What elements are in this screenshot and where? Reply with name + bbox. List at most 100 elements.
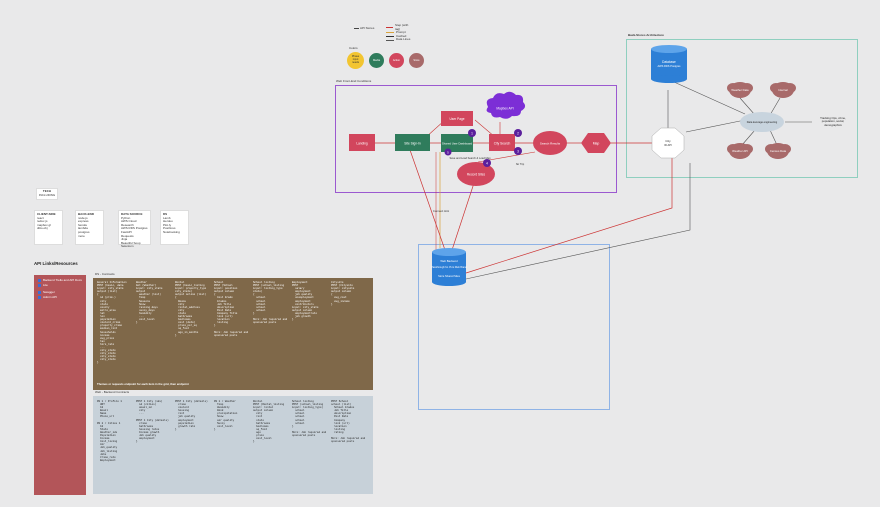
record-sites-label: Record Sites (467, 173, 486, 177)
tech-card-line: Lamb (163, 215, 171, 220)
data-hub-node (740, 112, 784, 132)
user-page-node[interactable] (441, 111, 473, 126)
connector (451, 179, 476, 251)
link-icon (38, 279, 41, 283)
mapbox-api-cloud (486, 91, 526, 119)
legend-line-dark (354, 28, 359, 29)
backend-note: Tracking Ops, crime, population, social,… (820, 116, 846, 127)
legend: API Stores Step (with tag) Prompt Cached… (352, 22, 412, 44)
schema-column: DS 1 / Weather Temp Humidity Wind precip… (214, 400, 238, 431)
database-cylinder (651, 45, 687, 83)
tech-subtitle: INCLUDING (38, 192, 56, 197)
legend-line-item: Step (with tag) (386, 23, 412, 31)
shared-user-dashboard-node[interactable] (441, 134, 473, 152)
tech-card-line: Python (121, 215, 131, 220)
legend-lines: Step (with tag) Prompt Cached Data Lines (386, 23, 412, 42)
tech-card-line: more (78, 233, 85, 238)
tech-card-ds: DS Lamb Heroku Plot.ly PostGres Notebook… (160, 210, 189, 245)
flow-caption: No Trip (516, 162, 525, 166)
step-badge (444, 148, 452, 156)
resources-panel: Backend Trello and API Docs Lite Swagger… (34, 275, 86, 495)
resource-link[interactable]: Lite (38, 283, 48, 288)
tech-card-line: ditto.obj (37, 226, 48, 231)
step-badge-label: 1 (471, 131, 473, 135)
backend-frame-title: Back-Stores Architecture (628, 33, 664, 37)
tech-title: TECH (42, 189, 52, 193)
landing-label: Landing (356, 142, 368, 146)
schema-column: Weather Get (Weather) input: city_state … (136, 281, 163, 325)
tech-card-line: mapbox gl (37, 222, 51, 227)
weather-api-cloud (727, 143, 753, 159)
resource-link[interactable]: Admin API (38, 295, 57, 300)
tech-card-line: redux js (37, 219, 48, 224)
connector (465, 158, 673, 274)
colors-label: Colors (349, 46, 358, 50)
internal-cloud (770, 82, 796, 98)
schema-column: School listing POST (school_listing inpu… (292, 400, 327, 438)
site-sign-in-node[interactable] (395, 134, 430, 151)
schema-column: Citysite POST (Citysite input: citysite … (331, 281, 355, 306)
tech-header: TECH INCLUDING (36, 188, 58, 200)
search-results-node[interactable] (533, 131, 567, 155)
city-search-node[interactable] (489, 134, 515, 151)
schema-column: POST 1 City (details) crime violent hous… (175, 400, 208, 431)
legend-line-item: Cached (386, 34, 412, 39)
step-badge (483, 159, 491, 167)
swatch-action: Action (389, 53, 404, 68)
census-data-cloud (765, 143, 791, 159)
tech-card-line: AWS RDS Postgres (121, 226, 148, 231)
city-api-node[interactable] (651, 127, 685, 159)
weather-data-label: Weather Data (731, 88, 749, 92)
database-sublabel: AWS RDS Postgres (658, 64, 682, 68)
step-badge-label: 3 (517, 149, 519, 153)
tech-card-line: react (37, 215, 44, 220)
connectors (373, 81, 812, 280)
site-sign-in-label: Site Sign-In (404, 142, 421, 146)
tech-card-title: BACK-END (78, 212, 94, 216)
data-hub-label: Data leverage engineering (747, 120, 778, 124)
map-label: Map (593, 142, 600, 146)
tech-card-line: PostGres (163, 226, 176, 231)
map-node[interactable] (581, 133, 611, 153)
tech-card-title: DS (163, 212, 168, 216)
census-data-label: Census Data (770, 149, 787, 153)
resources-title: API Links/Resources (34, 261, 78, 266)
connector (465, 163, 691, 280)
weather-data-cloud (727, 82, 753, 98)
landing-node[interactable] (349, 134, 375, 151)
swatch-media: Media (369, 53, 384, 68)
tech-card-line: lambda (78, 226, 88, 231)
legend-api-stores: API Stores (360, 26, 375, 30)
tech-card-line: heroku (78, 222, 88, 227)
schema-column: DS 1 / Profile 1 URT Id Email Name Phone… (97, 400, 122, 462)
record-sites-node[interactable] (457, 162, 495, 186)
schema-column: School POST (School input: position outp… (214, 281, 249, 337)
link-icon (38, 296, 41, 300)
tech-card-line: Requests (121, 233, 134, 238)
connector (769, 97, 781, 116)
web-frontend-frame-title: Web Front-End Conditions (336, 79, 372, 83)
database-label: Database (662, 60, 676, 64)
tech-card-title: DATA SOURCE (121, 212, 143, 216)
schema-bottom-label: Web - Backend Contracts (95, 390, 130, 394)
tech-card-title: CLIENT-SIDE (37, 212, 56, 216)
schema-column: Rental POST (Rental_listing input: renta… (253, 400, 285, 444)
resource-link[interactable]: Swagger (38, 290, 55, 295)
connector (739, 97, 756, 116)
connect-label: Connect Hint (433, 209, 449, 213)
mapbox-api-label: Mapbox API (496, 107, 513, 111)
schema-column: Employment POST salary employment job qu… (292, 281, 319, 322)
link-icon (38, 291, 41, 295)
schema-column: General Information POST (basic, data in… (97, 281, 127, 365)
tech-card-line: FastAPI (121, 229, 132, 234)
step-badge (514, 129, 522, 137)
server-frame (418, 244, 610, 410)
schema-column: School listing POST (school_listing inpu… (253, 281, 288, 325)
step-badge-label: 4 (486, 161, 488, 165)
tech-card-line: Selenium (121, 244, 134, 249)
tech-card-line: Beautiful Soup (121, 240, 141, 245)
resource-link[interactable]: Backend Trello and API Docs (38, 278, 82, 283)
tech-card-line: node.js (78, 215, 88, 220)
ds-contracts-panel: General Information POST (basic, data in… (93, 278, 373, 390)
